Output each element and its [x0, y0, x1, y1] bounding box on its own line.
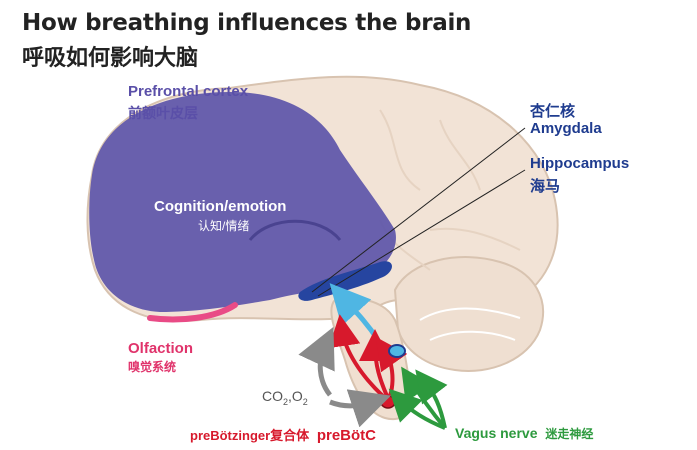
- green-arrow-1: [388, 388, 446, 430]
- prefrontal-region: [89, 92, 396, 312]
- gray-arrow-right: [329, 389, 391, 428]
- gas-label: CO2,O2: [262, 388, 308, 407]
- prebotc-marker: [380, 395, 396, 409]
- gray-arrow-up: [298, 326, 335, 397]
- vagus-label: Vagus nerve 迷走神经: [455, 425, 594, 441]
- olfaction-label: Olfaction: [128, 340, 194, 357]
- amygdala-label: Amygdala: [530, 120, 602, 137]
- hippocampus-label-zh: 海马: [530, 178, 561, 195]
- hippocampus-region: [298, 261, 392, 301]
- page-title-chinese: 呼吸如何影响大脑: [22, 46, 199, 71]
- cognition-label-zh: 认知/情绪: [198, 219, 250, 233]
- prefrontal-label-zh: 前额叶皮层: [128, 105, 198, 121]
- locus-marker: [388, 344, 406, 358]
- cerebellum: [393, 256, 545, 372]
- hippocampus-label: Hippocampus: [530, 155, 630, 172]
- amygdala-label-zh: 杏仁核: [530, 103, 576, 120]
- prefrontal-label: Prefrontal cortex: [128, 83, 249, 100]
- cognition-label: Cognition/emotion: [154, 198, 287, 215]
- olfaction-label-zh: 嗅觉系统: [128, 360, 177, 374]
- green-arrow-3: [415, 369, 448, 429]
- olfaction-strip: [147, 302, 238, 323]
- page-title: How breathing influences the brain: [22, 10, 472, 36]
- prebotc-label: preBötzinger复合体 preBötC: [190, 427, 376, 444]
